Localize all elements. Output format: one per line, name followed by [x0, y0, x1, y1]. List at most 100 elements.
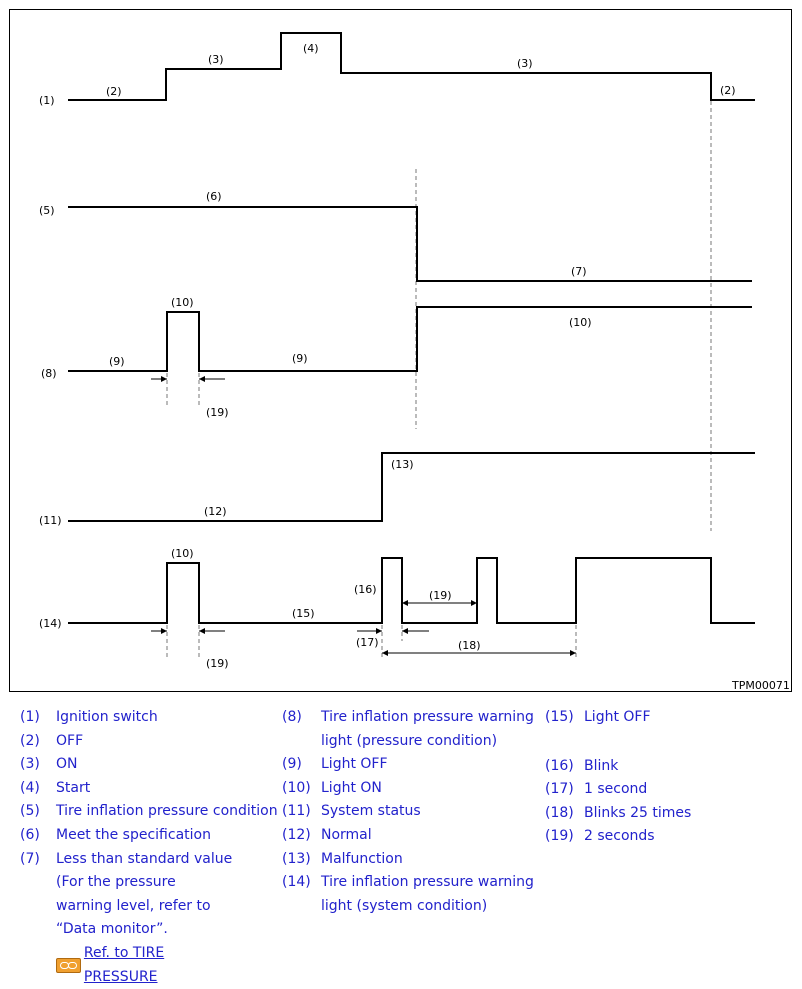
blink-count-arrowhead [570, 650, 576, 656]
chain-link-icon [56, 958, 81, 974]
legend-number: (5) [20, 803, 40, 820]
state-label-light-on: (10) [171, 296, 194, 309]
legend-number: (2) [20, 732, 40, 749]
legend-number: (4) [20, 779, 40, 796]
legend-number: (12) [282, 826, 311, 843]
state-label-blink: (16) [354, 583, 377, 596]
state-label-start: (4) [303, 42, 319, 55]
legend-text: OFF [56, 732, 84, 749]
state-label-light-off: (9) [292, 352, 308, 365]
legend-text: Light OFF [321, 756, 388, 773]
duration-label-2s: (19) [206, 657, 229, 670]
pressure-condition-signal [68, 206, 752, 282]
legend-number: (19) [545, 828, 574, 845]
state-label-off: (2) [720, 84, 736, 97]
state-label-off: (2) [106, 85, 122, 98]
duration-arrowhead [199, 376, 205, 382]
legend: (1) Ignition switch (2) OFF (3) ON (4) Start… [0, 700, 802, 985]
legend-number: (7) [20, 850, 40, 867]
legend-item: (10) Light ON [282, 777, 537, 801]
legend-item: (2) OFF [20, 730, 282, 754]
legend-item: (1) Ignition switch [20, 706, 282, 730]
system-warning-light-signal [68, 557, 755, 624]
legend-number: (11) [282, 803, 311, 820]
duration-arrowhead [161, 376, 167, 382]
legend-item: (7) Less than standard value (For the pre… [20, 848, 235, 989]
legend-item: (19) 2 seconds [545, 825, 795, 849]
system-status-signal [68, 452, 755, 522]
duration-arrowhead [161, 628, 167, 634]
state-label-on: (3) [517, 57, 533, 70]
legend-item: (6)Meet the specification [20, 824, 282, 848]
legend-number: (6) [20, 826, 40, 843]
blink-period-arrowhead [402, 600, 408, 606]
duration-label-1s: (17) [356, 636, 379, 649]
duration-arrowhead [199, 628, 205, 634]
legend-text: Tire inflation pressure condition [56, 803, 278, 820]
legend-text: Less than standard value (For the pressu… [56, 850, 233, 938]
state-label-malfunction: (13) [391, 458, 414, 471]
state-label-light-on: (10) [569, 316, 592, 329]
blink-period-arrowhead [471, 600, 477, 606]
legend-text: Normal [321, 826, 372, 843]
legend-item: (12) Normal [282, 824, 537, 848]
legend-text: Tire inflation pressure warning light (s… [321, 874, 534, 914]
legend-number: (3) [20, 756, 40, 773]
timing-diagram-svg: (1) (2) (3) (4) (3) (2) (5) (6) (7) (8) … [39, 32, 790, 692]
timing-diagram: (1) (2) (3) (4) (3) (2) (5) (6) (7) (8) … [9, 9, 792, 692]
figure-code: TPM00071 [731, 679, 790, 692]
pressure-warning-light-signal [68, 306, 752, 372]
legend-column-3: (15)Light OFF (16) Blink (17)1 second (18… [545, 706, 795, 849]
duration-label-2s: (19) [429, 589, 452, 602]
legend-number: (18) [545, 804, 574, 821]
legend-column-1: (1) Ignition switch (2) OFF (3) ON (4) Start… [20, 706, 282, 989]
legend-item: (3) ON [20, 753, 282, 777]
legend-number: (13) [282, 850, 311, 867]
legend-text: Blink [584, 757, 619, 774]
state-label-light-off: (9) [109, 355, 125, 368]
legend-number: (1) [20, 709, 40, 725]
legend-number: (9) [282, 756, 302, 773]
duration-arrowhead [402, 628, 408, 634]
legend-number: (14) [282, 874, 311, 891]
state-label-light-off: (15) [292, 607, 315, 620]
state-label-normal: (12) [204, 505, 227, 518]
duration-label-2s: (19) [206, 406, 229, 419]
legend-text: ON [56, 756, 78, 773]
ignition-switch-signal [68, 32, 755, 101]
legend-item: (4) Start [20, 777, 282, 801]
legend-item: (15)Light OFF [545, 706, 795, 730]
legend-text: Start [56, 779, 91, 796]
legend-number: (8) [282, 709, 302, 725]
legend-text: 2 seconds [584, 828, 655, 845]
legend-item: (9) Light OFF [282, 753, 537, 777]
blink-count-label: (18) [458, 639, 481, 652]
reference-link-label: Ref. to TIRE PRESSURE [83, 944, 165, 985]
legend-item: (5) Tire inflation pressure condition [20, 800, 282, 824]
tire-pressure-reference-link[interactable]: Ref. to TIRE PRESSURE [56, 942, 235, 989]
legend-item: (11) System status [282, 800, 537, 824]
legend-item: (14) Tire inflation pressure warning ligh… [282, 871, 537, 918]
legend-text: Ignition switch [56, 709, 158, 725]
legend-item: (16) Blink [545, 755, 795, 779]
legend-text: Malfunction [321, 850, 403, 867]
legend-text: Blinks 25 times [584, 804, 692, 821]
row-label-system-status: (11) [39, 514, 62, 527]
state-label-below-standard: (7) [571, 265, 587, 278]
state-label-light-on: (10) [171, 547, 194, 560]
legend-text: 1 second [584, 781, 648, 798]
legend-item: (18) Blinks 25 times [545, 802, 795, 826]
legend-item: (17)1 second [545, 778, 795, 802]
legend-text: System status [321, 803, 421, 820]
legend-text: Light ON [321, 779, 382, 796]
state-label-meet-spec: (6) [206, 190, 222, 203]
row-label-ignition-switch: (1) [39, 94, 55, 107]
legend-number: (16) [545, 757, 574, 774]
legend-number: (10) [282, 779, 311, 796]
blink-count-arrowhead [382, 650, 388, 656]
legend-text: Light OFF [584, 709, 651, 725]
row-label-system-warning-light: (14) [39, 617, 62, 630]
legend-text: Tire inflation pressure warning light (p… [321, 709, 534, 749]
row-label-pressure-warning-light: (8) [41, 367, 57, 380]
duration-arrowhead [376, 628, 382, 634]
